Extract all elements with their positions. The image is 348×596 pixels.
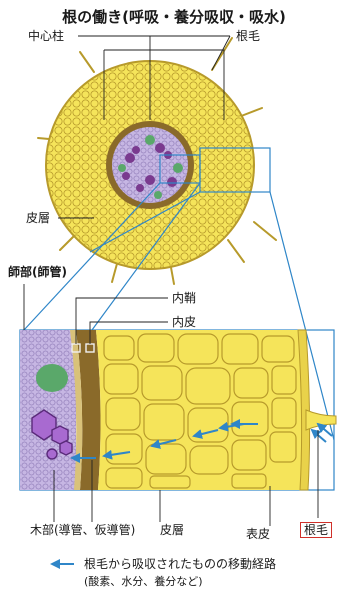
label-endodermis: 内皮: [172, 316, 196, 328]
diagram-title: 根の働き(呼吸・養分吸収・吸水): [0, 6, 348, 27]
label-stele: 中心柱: [28, 30, 64, 42]
magnified-view: [20, 330, 336, 490]
legend-line2: (酸素、水分、養分など): [84, 576, 203, 587]
label-root-hair-top: 根毛: [236, 30, 260, 42]
label-pericycle: 内鞘: [172, 292, 196, 304]
legend-line1: 根毛から吸収されたものの移動経路: [84, 558, 276, 570]
root-cross-section: [38, 38, 276, 284]
label-epidermis: 表皮: [246, 528, 270, 540]
phloem-patch: [36, 364, 68, 392]
cortex-region: [96, 330, 302, 490]
stele-box: [104, 48, 224, 58]
label-xylem: 木部(導管、仮導管): [30, 524, 135, 536]
label-cortex-bottom: 皮層: [160, 524, 184, 536]
label-phloem: 師部(師管): [8, 266, 67, 278]
label-cortex-top: 皮層: [26, 212, 50, 224]
label-root-hair-bottom: 根毛: [300, 522, 332, 538]
stele-region: [20, 330, 76, 490]
